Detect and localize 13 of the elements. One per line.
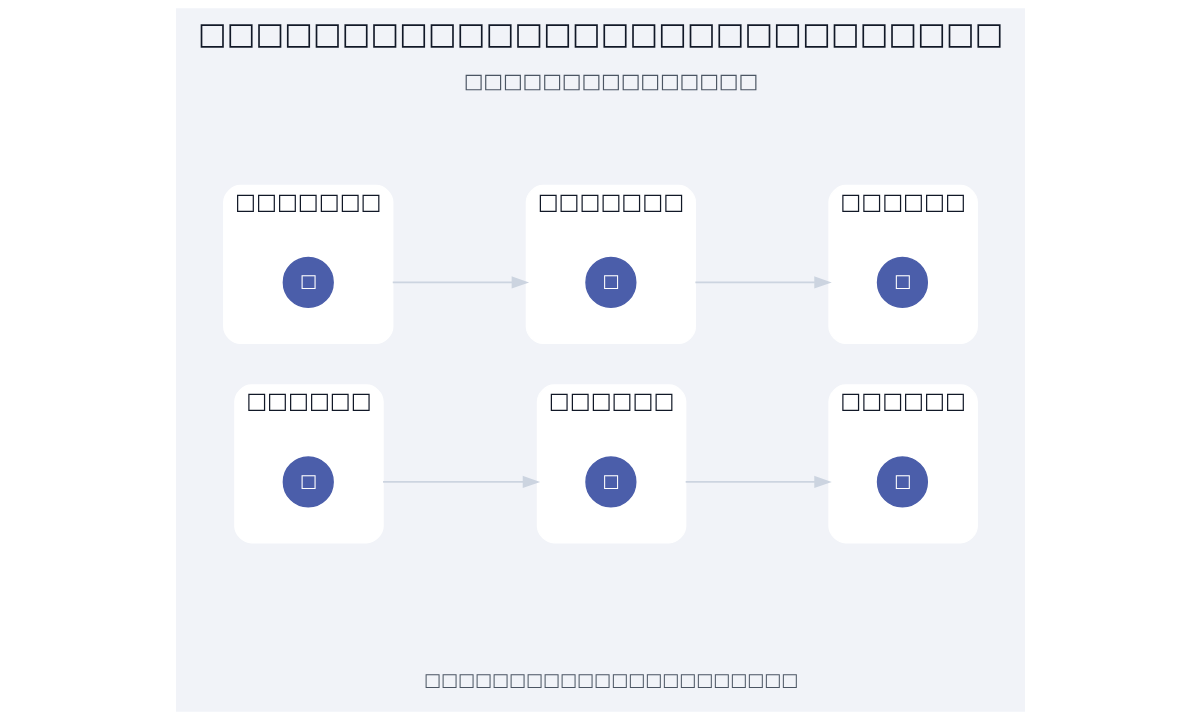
arrow bbox=[693, 276, 832, 289]
arrow bbox=[391, 276, 529, 289]
node-circle: □ bbox=[584, 256, 636, 309]
diagram-title: □□□□□□□□□□□□□□□□□□□□□□□□□□□□ bbox=[197, 15, 1003, 51]
node-circle: □ bbox=[282, 256, 334, 309]
node-circle: □ bbox=[282, 456, 334, 508]
label: □□□□□□□□□□□□□□□ bbox=[463, 68, 758, 93]
label: □□□□□□□□□□□□□□□□□□□□□□ bbox=[423, 669, 798, 691]
node-circle: □ bbox=[584, 456, 636, 508]
arrow bbox=[684, 475, 832, 488]
node-circle: □ bbox=[876, 456, 928, 508]
node-circle: □ bbox=[876, 256, 928, 309]
arrow bbox=[381, 475, 540, 488]
